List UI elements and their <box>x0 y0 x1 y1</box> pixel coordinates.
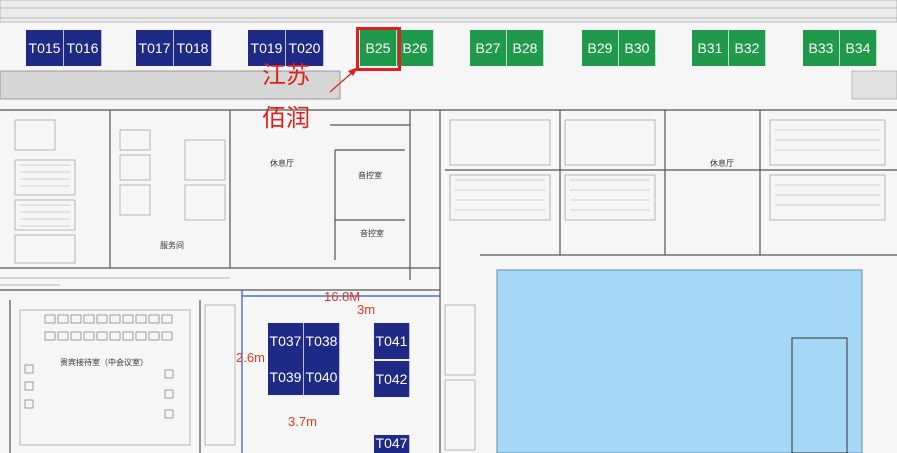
booth-t042[interactable]: T042 <box>374 361 410 397</box>
room-sound-control-2: 音控室 <box>360 229 384 238</box>
annotation-line-2: 佰润 <box>262 104 310 132</box>
booth-b33[interactable]: B33 <box>803 30 840 66</box>
booth-t015[interactable]: T015 <box>26 30 64 66</box>
booth-b26[interactable]: B26 <box>397 30 434 66</box>
booth-b25[interactable]: B25 <box>360 30 397 66</box>
booth-b27[interactable]: B27 <box>470 30 507 66</box>
booth-b31[interactable]: B31 <box>692 30 729 66</box>
booth-t038[interactable]: T038 <box>304 323 340 359</box>
highlight-frame-b25 <box>356 27 401 71</box>
booth-t047[interactable]: T047 <box>374 435 410 453</box>
booth-t041[interactable]: T041 <box>374 323 410 359</box>
booth-t040[interactable]: T040 <box>304 359 340 395</box>
booth-b34[interactable]: B34 <box>840 30 877 66</box>
booth-t019[interactable]: T019 <box>248 30 286 66</box>
room-sound-control: 音控室 <box>358 171 382 180</box>
booth-b28[interactable]: B28 <box>507 30 544 66</box>
room-service: 服务间 <box>160 241 184 250</box>
booth-t018[interactable]: T018 <box>174 30 212 66</box>
booth-t020[interactable]: T020 <box>286 30 324 66</box>
dimension-depth: 3.7m <box>288 414 317 429</box>
booth-t037[interactable]: T037 <box>268 323 304 359</box>
booth-t039[interactable]: T039 <box>268 359 304 395</box>
room-rest-hall-right: 休息厅 <box>710 159 734 168</box>
dimension-height: 2.6m <box>236 350 265 365</box>
room-vip: 贵宾接待室（中会议室） <box>60 358 148 367</box>
booth-b29[interactable]: B29 <box>582 30 619 66</box>
dimension-width-2: 3m <box>357 302 376 317</box>
booth-b32[interactable]: B32 <box>729 30 766 66</box>
dimension-width: 16.8M <box>324 289 361 304</box>
booth-b30[interactable]: B30 <box>619 30 656 66</box>
booth-t017[interactable]: T017 <box>136 30 174 66</box>
booth-t016[interactable]: T016 <box>64 30 102 66</box>
room-rest-hall-left: 休息厅 <box>270 159 294 168</box>
annotation-line-1: 江苏 <box>262 61 310 89</box>
